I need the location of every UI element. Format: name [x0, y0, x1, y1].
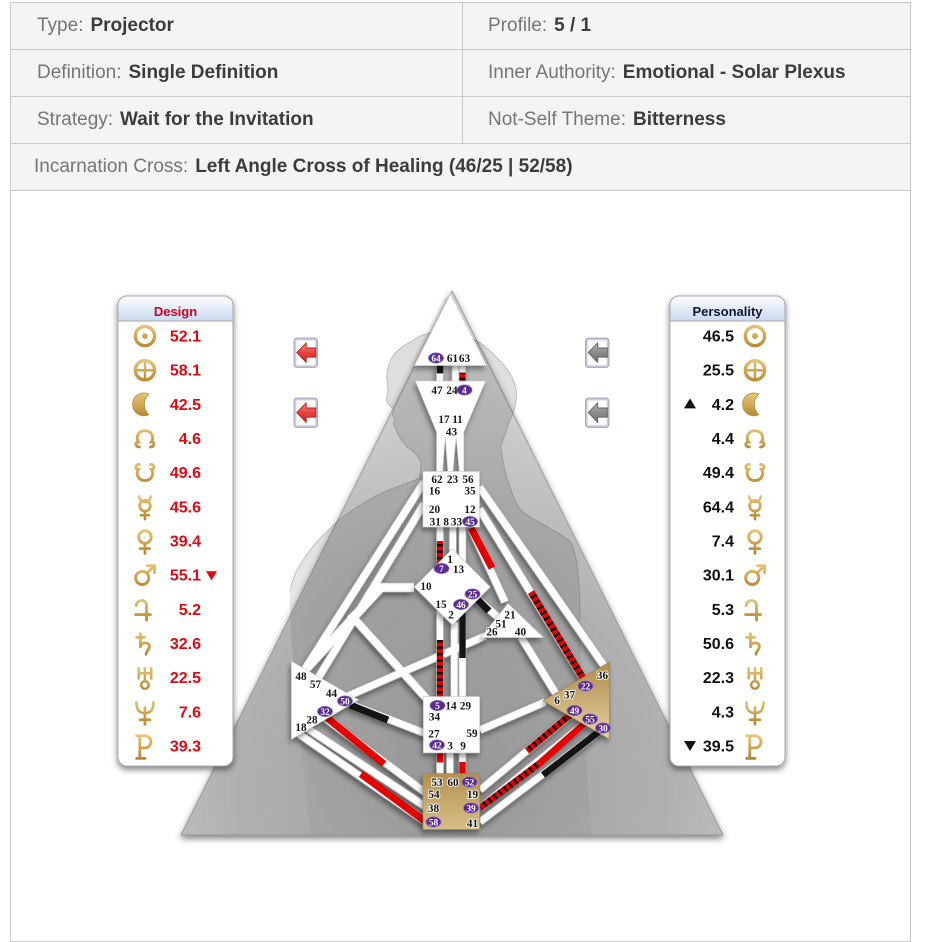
svg-text:42.5: 42.5 [170, 397, 201, 414]
svg-text:48: 48 [295, 671, 307, 683]
svg-text:45: 45 [465, 518, 475, 528]
svg-text:25.5: 25.5 [703, 363, 734, 380]
svg-text:39.5: 39.5 [703, 739, 734, 756]
svg-text:32.6: 32.6 [170, 636, 201, 653]
svg-text:61: 61 [447, 353, 459, 365]
svg-text:49.4: 49.4 [703, 465, 734, 482]
svg-text:59: 59 [466, 728, 478, 740]
svg-text:49.6: 49.6 [170, 465, 201, 482]
svg-text:22.5: 22.5 [170, 670, 201, 687]
svg-text:40: 40 [515, 627, 527, 639]
svg-text:47: 47 [431, 385, 443, 397]
svg-text:23: 23 [447, 474, 459, 486]
svg-text:46.5: 46.5 [703, 329, 734, 346]
svg-text:Design: Design [154, 304, 197, 319]
svg-text:62: 62 [431, 474, 443, 486]
svg-text:6: 6 [554, 695, 560, 707]
svg-text:22: 22 [581, 682, 591, 692]
svg-text:32: 32 [320, 708, 330, 718]
svg-text:55: 55 [585, 715, 595, 725]
svg-text:50: 50 [340, 697, 350, 707]
svg-text:4.4: 4.4 [712, 431, 734, 448]
svg-text:4.2: 4.2 [712, 397, 734, 414]
svg-text:28: 28 [306, 715, 318, 727]
svg-text:63: 63 [459, 353, 471, 365]
svg-text:21: 21 [504, 610, 516, 622]
svg-text:58: 58 [429, 818, 439, 828]
svg-text:15: 15 [435, 599, 447, 611]
svg-text:49: 49 [570, 707, 580, 717]
svg-text:51: 51 [495, 619, 507, 631]
svg-text:20: 20 [429, 504, 441, 516]
svg-text:25: 25 [468, 590, 478, 600]
svg-text:12: 12 [464, 504, 476, 516]
svg-text:52.1: 52.1 [170, 329, 201, 346]
svg-text:30.1: 30.1 [703, 568, 734, 585]
svg-text:33: 33 [451, 517, 463, 529]
svg-text:31: 31 [430, 517, 442, 529]
svg-text:64.4: 64.4 [703, 499, 734, 516]
svg-text:30: 30 [598, 724, 608, 734]
svg-text:4.3: 4.3 [712, 704, 734, 721]
svg-text:39.4: 39.4 [170, 534, 201, 551]
svg-text:24: 24 [446, 385, 458, 397]
svg-text:5: 5 [435, 702, 440, 712]
svg-text:18: 18 [295, 722, 307, 734]
svg-text:5.2: 5.2 [179, 602, 201, 619]
svg-text:14: 14 [445, 701, 457, 713]
svg-text:46: 46 [456, 601, 466, 611]
svg-text:7: 7 [439, 565, 444, 575]
svg-text:54: 54 [428, 789, 440, 801]
svg-text:64: 64 [431, 354, 441, 364]
svg-text:4: 4 [462, 386, 467, 396]
svg-text:16: 16 [429, 486, 441, 498]
svg-text:4.6: 4.6 [179, 431, 201, 448]
svg-text:41: 41 [467, 818, 479, 830]
svg-text:29: 29 [460, 701, 472, 713]
svg-text:43: 43 [446, 427, 458, 439]
svg-text:39: 39 [466, 804, 476, 814]
svg-text:58.1: 58.1 [170, 363, 201, 380]
svg-text:36: 36 [597, 670, 609, 682]
svg-text:7.6: 7.6 [179, 704, 201, 721]
svg-text:35: 35 [464, 486, 476, 498]
svg-text:17: 17 [438, 414, 450, 426]
svg-text:2: 2 [448, 610, 454, 622]
svg-text:9: 9 [460, 741, 466, 753]
svg-text:56: 56 [462, 474, 474, 486]
svg-text:1: 1 [447, 554, 453, 566]
svg-text:26: 26 [486, 627, 498, 639]
svg-text:42: 42 [432, 741, 442, 751]
svg-text:Personality: Personality [692, 304, 763, 319]
svg-text:8: 8 [443, 517, 449, 529]
svg-text:19: 19 [467, 789, 479, 801]
svg-text:38: 38 [428, 803, 440, 815]
svg-text:7.4: 7.4 [712, 534, 734, 551]
svg-text:44: 44 [326, 688, 338, 700]
svg-text:45.6: 45.6 [170, 499, 201, 516]
svg-text:52: 52 [465, 778, 475, 788]
svg-text:3: 3 [447, 741, 453, 753]
svg-text:11: 11 [452, 414, 463, 426]
svg-text:5.3: 5.3 [712, 602, 734, 619]
svg-text:53: 53 [431, 777, 443, 789]
svg-text:60: 60 [447, 777, 459, 789]
svg-text:27: 27 [428, 729, 440, 741]
svg-text:13: 13 [453, 564, 465, 576]
svg-text:22.3: 22.3 [703, 670, 734, 687]
svg-text:10: 10 [420, 581, 432, 593]
svg-text:57: 57 [310, 679, 322, 691]
svg-text:55.1: 55.1 [170, 568, 201, 585]
svg-text:39.3: 39.3 [170, 739, 201, 756]
svg-text:37: 37 [564, 690, 576, 702]
svg-text:50.6: 50.6 [703, 636, 734, 653]
svg-text:34: 34 [429, 712, 441, 724]
